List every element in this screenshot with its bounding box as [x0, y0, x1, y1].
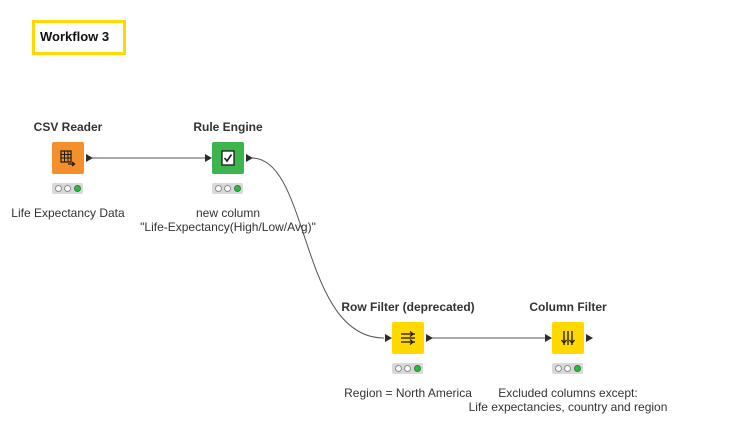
- node-icon-box[interactable]: [52, 142, 84, 174]
- status-dot-red: [54, 185, 62, 192]
- node-title: Rule Engine: [193, 120, 263, 134]
- output-port[interactable]: [426, 333, 433, 342]
- workflow-annotation[interactable]: Workflow 3: [32, 20, 126, 55]
- status-dot-yellow: [64, 185, 71, 192]
- workflow-annotation-title: Workflow 3: [40, 29, 110, 44]
- table-reader-icon: [59, 149, 77, 167]
- status-indicator: [392, 363, 423, 374]
- status-dot-yellow: [404, 365, 411, 372]
- input-port[interactable]: [545, 333, 552, 342]
- status-indicator: [552, 363, 583, 374]
- status-dot-green: [413, 365, 421, 372]
- node-title: Column Filter: [529, 300, 607, 314]
- node-description[interactable]: Region = North America: [344, 386, 472, 400]
- status-indicator: [212, 183, 243, 194]
- description-line: Life expectancies, country and region: [468, 400, 668, 414]
- node-icon-box[interactable]: [552, 322, 584, 354]
- status-dot-green: [573, 365, 581, 372]
- input-port[interactable]: [385, 333, 392, 342]
- description-line: "Life-Expectancy(High/Low/Avg)": [140, 220, 316, 234]
- node-icon-box[interactable]: [392, 322, 424, 354]
- column-filter-icon: [559, 329, 577, 347]
- input-port[interactable]: [205, 153, 212, 162]
- node-description[interactable]: Life Expectancy Data: [11, 206, 124, 220]
- node-description[interactable]: Excluded columns except: Life expectanci…: [469, 386, 668, 414]
- description-line: Life Expectancy Data: [11, 206, 125, 220]
- output-port[interactable]: [86, 153, 93, 162]
- row-filter-icon: [399, 329, 417, 347]
- status-indicator: [52, 183, 83, 194]
- node-title: Row Filter (deprecated): [341, 300, 475, 314]
- status-dot-yellow: [224, 185, 231, 192]
- node-description[interactable]: new column "Life-Expectancy(High/Low/Avg…: [140, 206, 316, 234]
- status-dot-red: [394, 365, 402, 372]
- node-icon-box[interactable]: [212, 142, 244, 174]
- output-port[interactable]: [246, 153, 253, 162]
- status-dot-green: [233, 185, 241, 192]
- status-dot-green: [73, 185, 81, 192]
- rule-document-icon: [219, 149, 237, 167]
- status-dot-yellow: [564, 365, 571, 372]
- connection-rule-to-rowfilter[interactable]: [251, 157, 385, 339]
- status-dot-red: [214, 185, 222, 192]
- output-port[interactable]: [586, 333, 593, 342]
- description-line: new column: [195, 206, 261, 220]
- node-title: CSV Reader: [33, 120, 103, 134]
- description-line: Excluded columns except:: [498, 386, 638, 400]
- description-line: Region = North America: [344, 386, 472, 400]
- status-dot-red: [554, 365, 562, 372]
